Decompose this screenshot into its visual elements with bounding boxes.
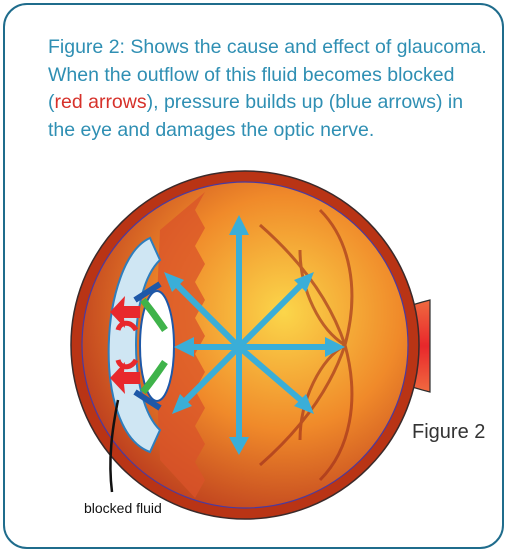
figure-label: Figure 2 <box>412 421 485 444</box>
blocked-fluid-label: blocked fluid <box>84 500 162 516</box>
